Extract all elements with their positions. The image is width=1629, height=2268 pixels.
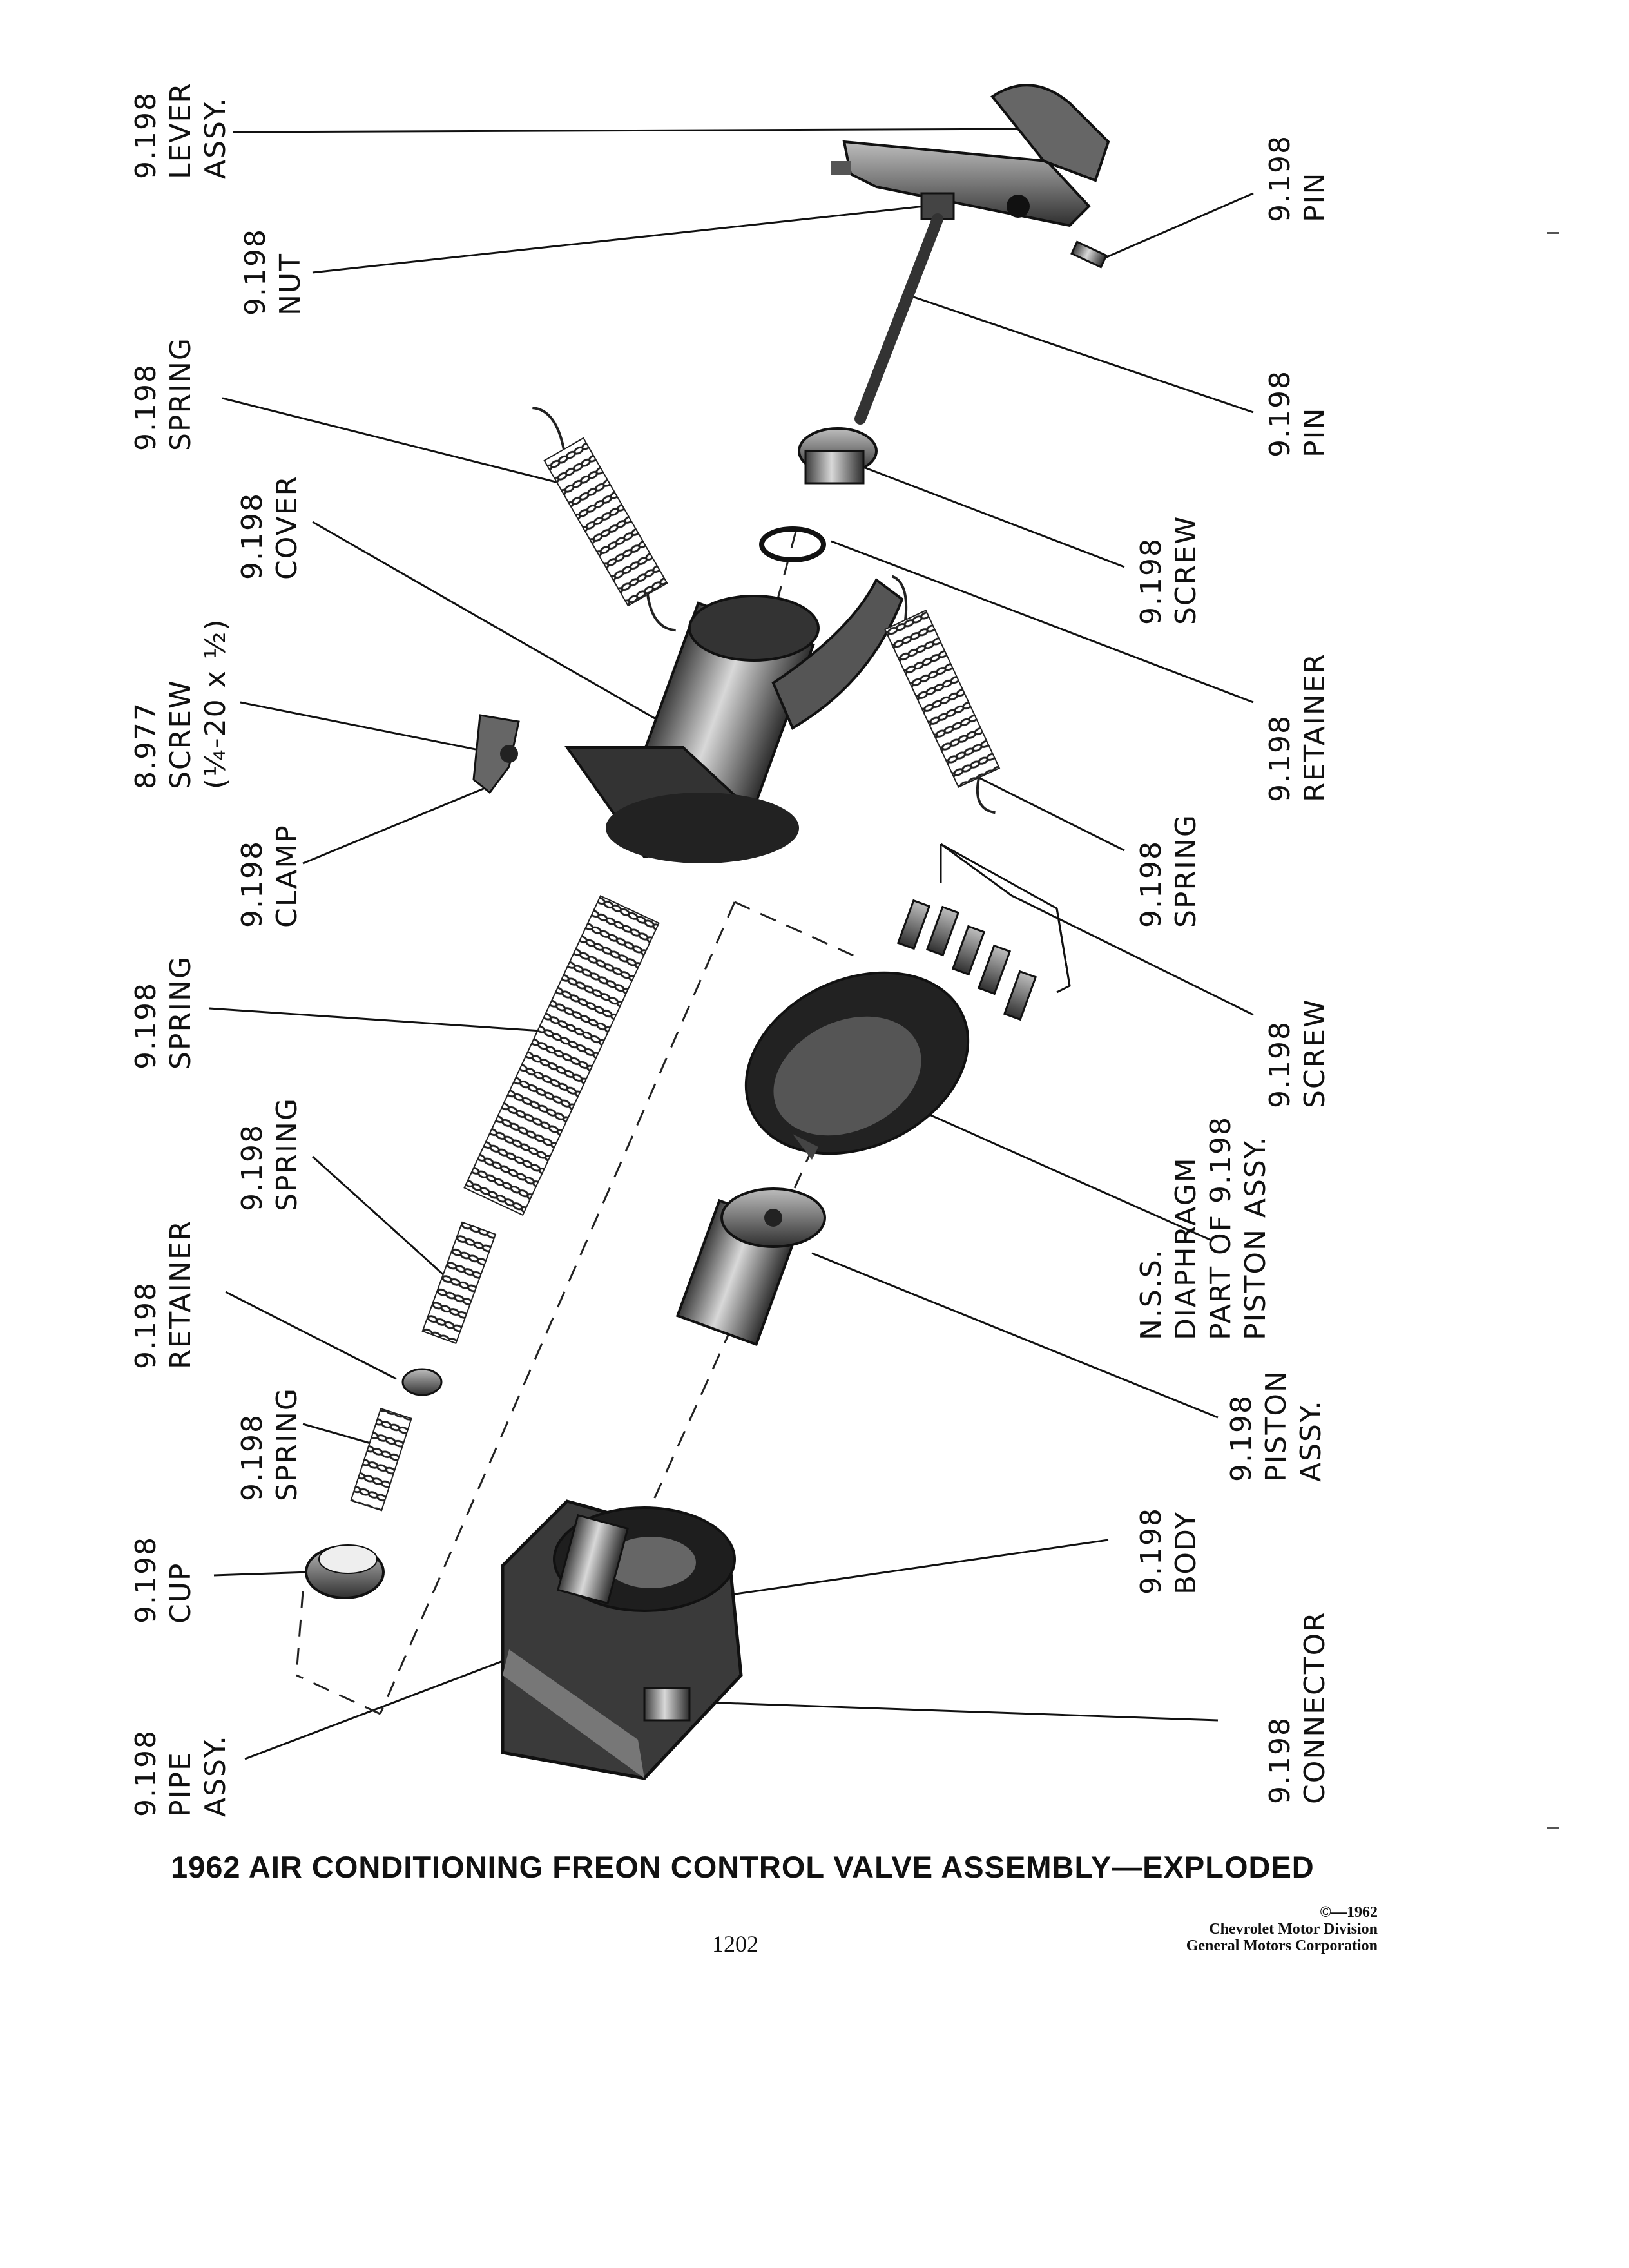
spring-large	[463, 895, 660, 1216]
pin-small	[1070, 240, 1108, 269]
clamp	[472, 714, 520, 794]
cover	[564, 577, 904, 863]
margin-mark-bottom	[1547, 1827, 1559, 1829]
leader-lines	[209, 128, 1254, 1760]
label-pipe-assy: 9.198 PIPE ASSY.	[130, 1729, 232, 1817]
label-nut: 9.198 NUT	[239, 228, 307, 316]
label-body: 9.198 BODY	[1135, 1507, 1202, 1595]
spring-right	[884, 575, 1001, 814]
label-lever-assy: 9.198 LEVER ASSY.	[130, 82, 232, 179]
lever-assembly	[831, 84, 1110, 227]
label-clamp: 9.198 CLAMP	[236, 824, 304, 928]
screw-bracket	[940, 843, 1071, 994]
label-retainer-right: 9.198 RETAINER	[1264, 652, 1331, 802]
label-diaphragm: N.S.S. DIAPHRAGM PART OF 9.198 PISTON AS…	[1135, 1116, 1272, 1340]
screw-group	[896, 899, 1037, 1021]
copyright-line-2: Chevrolet Motor Division	[1209, 1921, 1378, 1937]
label-screw-top-right: 9.198 SCREW	[1135, 515, 1202, 625]
screw-cap	[798, 427, 878, 485]
label-screw-group: 9.198 SCREW	[1264, 998, 1331, 1108]
margin-mark-top	[1547, 232, 1559, 234]
label-cover: 9.198 COVER	[236, 474, 304, 580]
label-pin-top: 9.198 PIN	[1264, 135, 1331, 222]
copyright-block: ©—1962 Chevrolet Motor Division General …	[1186, 1904, 1378, 1954]
label-connector: 9.198 CONNECTOR	[1264, 1611, 1331, 1804]
piston	[675, 1187, 826, 1347]
retainer-ring	[759, 526, 826, 562]
cup	[305, 1544, 385, 1599]
pin-rod	[854, 213, 943, 425]
valve-body	[501, 1499, 743, 1780]
label-spring-mid: 9.198 SPRING	[236, 1097, 304, 1211]
label-spring-top-left: 9.198 SPRING	[130, 336, 197, 451]
label-pin-rod: 9.198 PIN	[1264, 370, 1331, 457]
spring-small	[350, 1407, 412, 1512]
copyright-line-3: General Motors Corporation	[1186, 1937, 1378, 1954]
label-retainer-left: 9.198 RETAINER	[130, 1219, 197, 1369]
spring-top	[532, 407, 676, 632]
retainer-small	[401, 1368, 443, 1396]
label-screw-8977: 8.977 SCREW (¼-20 x ½)	[130, 618, 232, 789]
spring-mid	[421, 1221, 497, 1345]
label-piston-assy: 9.198 PISTON ASSY.	[1225, 1370, 1327, 1482]
label-spring-right: 9.198 SPRING	[1135, 813, 1202, 928]
page-number: 1202	[712, 1931, 758, 1957]
label-spring-small: 9.198 SPRING	[236, 1387, 304, 1501]
label-spring-large: 9.198 SPRING	[130, 955, 197, 1070]
figure-title: 1962 AIR CONDITIONING FREON CONTROL VALV…	[171, 1850, 1315, 1884]
diaphragm	[744, 971, 970, 1160]
copyright-line-1: ©—1962	[1320, 1904, 1378, 1921]
label-cup: 9.198 CUP	[130, 1536, 197, 1624]
